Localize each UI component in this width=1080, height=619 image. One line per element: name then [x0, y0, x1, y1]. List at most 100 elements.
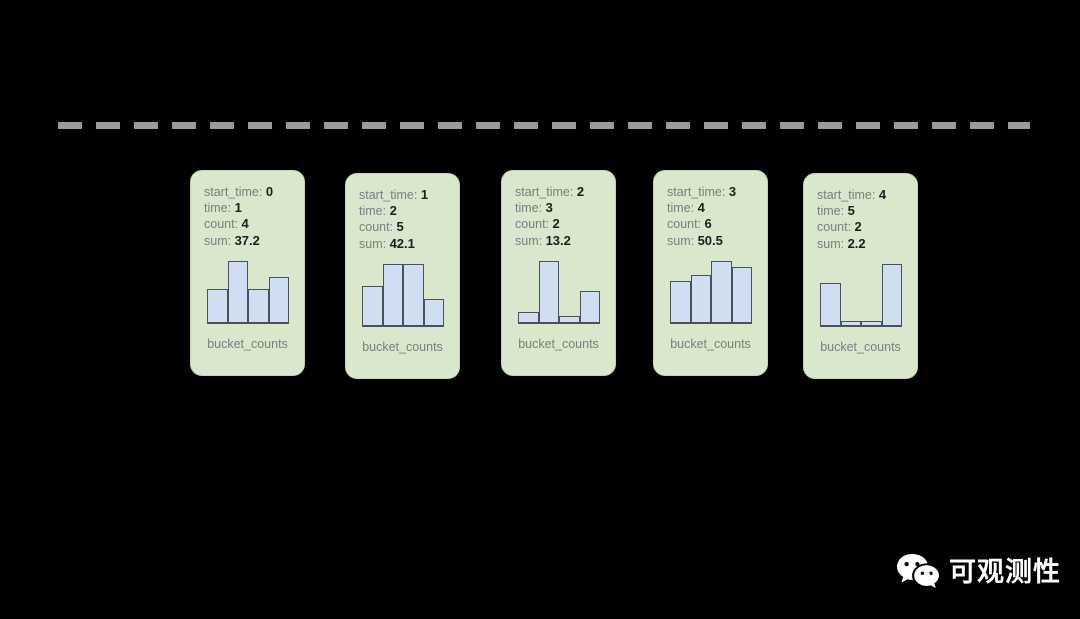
- histogram-caption: bucket_counts: [362, 340, 443, 354]
- field-sum: sum: 13.2: [515, 233, 607, 249]
- field-time-label: time:: [817, 204, 845, 219]
- field-count: count: 2: [817, 219, 909, 235]
- histogram-bar: [362, 285, 383, 326]
- field-count-value: 2: [854, 219, 862, 235]
- field-count: count: 4: [204, 216, 296, 232]
- field-time: time: 4: [667, 200, 759, 216]
- field-count-label: count:: [204, 217, 239, 232]
- field-time: time: 2: [359, 203, 451, 219]
- field-count-label: count:: [667, 217, 702, 232]
- histogram-bar: [559, 315, 580, 323]
- histogram-bar: [670, 280, 691, 323]
- field-count-value: 6: [704, 216, 712, 232]
- field-start-time-value: 0: [265, 184, 274, 199]
- histogram-bar: [207, 288, 228, 323]
- histogram-caption: bucket_counts: [207, 337, 288, 351]
- field-start-time-value: 2: [576, 184, 585, 199]
- histogram-bar: [403, 264, 424, 326]
- datapoint-card[interactable]: start_time: 2 time: 3 count: 2 sum: 13.2…: [501, 170, 616, 376]
- field-start-time-label: start_time:: [515, 185, 574, 199]
- field-sum-value: 2.2: [847, 235, 866, 251]
- field-count-label: count:: [359, 220, 394, 235]
- field-sum-label: sum:: [204, 233, 232, 248]
- field-count-label: count:: [817, 220, 852, 235]
- field-time-value: 1: [234, 200, 242, 216]
- field-count: count: 2: [515, 216, 607, 232]
- field-start-time-label: start_time:: [817, 188, 876, 202]
- field-time: time: 1: [204, 200, 296, 216]
- histogram-bar: [731, 267, 752, 323]
- field-sum-value: 42.1: [389, 235, 415, 251]
- watermark: 可观测性: [895, 548, 1060, 596]
- field-start-time: start_time: 3: [667, 184, 759, 200]
- field-start-time: start_time: 2: [515, 184, 607, 200]
- histogram-bar: [820, 282, 841, 326]
- field-time-value: 5: [847, 203, 855, 219]
- card-fields: start_time: 1 time: 2 count: 5 sum: 42.1: [359, 187, 451, 252]
- field-start-time-value: 3: [728, 184, 737, 199]
- field-time: time: 3: [515, 200, 607, 216]
- histogram-baseline: [362, 325, 444, 327]
- histogram-baseline: [207, 322, 289, 324]
- histogram-bar: [382, 264, 403, 326]
- field-count-value: 5: [396, 219, 404, 235]
- field-time-value: 3: [545, 200, 553, 216]
- histogram-bar: [840, 321, 861, 326]
- field-time-value: 2: [389, 203, 397, 219]
- histogram-bar: [248, 288, 269, 323]
- field-time-value: 4: [697, 200, 705, 216]
- bucket-histogram: [518, 261, 600, 323]
- histogram-bar: [518, 311, 539, 323]
- field-count: count: 5: [359, 219, 451, 235]
- histogram-bar: [711, 261, 732, 323]
- histogram-bar: [268, 276, 289, 323]
- field-sum-value: 50.5: [697, 232, 723, 248]
- field-start-time: start_time: 0: [204, 184, 296, 200]
- field-sum-label: sum:: [817, 236, 845, 251]
- field-start-time-label: start_time:: [359, 188, 418, 202]
- field-count-value: 2: [552, 216, 560, 232]
- histogram-baseline: [518, 322, 600, 324]
- histogram-caption: bucket_counts: [820, 340, 901, 354]
- field-sum: sum: 37.2: [204, 233, 296, 249]
- bucket-histogram: [670, 261, 752, 323]
- card-fields: start_time: 3 time: 4 count: 6 sum: 50.5: [667, 184, 759, 249]
- datapoint-card[interactable]: start_time: 3 time: 4 count: 6 sum: 50.5…: [653, 170, 768, 376]
- card-fields: start_time: 4 time: 5 count: 2 sum: 2.2: [817, 187, 909, 252]
- histogram-caption: bucket_counts: [670, 337, 751, 351]
- datapoint-card-list: start_time: 0 time: 1 count: 4 sum: 37.2…: [190, 170, 922, 379]
- histogram-bar: [690, 274, 711, 323]
- card-fields: start_time: 0 time: 1 count: 4 sum: 37.2: [204, 184, 296, 249]
- histogram-bar: [861, 321, 882, 326]
- field-sum-label: sum:: [515, 233, 543, 248]
- histogram-bar: [881, 264, 902, 326]
- field-start-time: start_time: 4: [817, 187, 909, 203]
- field-sum-value: 37.2: [234, 232, 260, 248]
- field-time-label: time:: [204, 201, 232, 216]
- field-sum-value: 13.2: [545, 232, 571, 248]
- datapoint-card[interactable]: start_time: 1 time: 2 count: 5 sum: 42.1…: [345, 173, 460, 379]
- field-sum-label: sum:: [667, 233, 695, 248]
- field-time: time: 5: [817, 203, 909, 219]
- datapoint-card[interactable]: start_time: 0 time: 1 count: 4 sum: 37.2…: [190, 170, 305, 376]
- histogram-baseline: [670, 322, 752, 324]
- field-start-time-label: start_time:: [667, 185, 726, 199]
- field-count-value: 4: [241, 216, 249, 232]
- card-fields: start_time: 2 time: 3 count: 2 sum: 13.2: [515, 184, 607, 249]
- field-time-label: time:: [359, 204, 387, 219]
- histogram-bar: [423, 298, 444, 326]
- histogram-caption: bucket_counts: [518, 337, 599, 351]
- histogram-bar: [579, 290, 600, 323]
- wechat-icon: [897, 554, 939, 588]
- field-sum: sum: 42.1: [359, 236, 451, 252]
- field-time-label: time:: [667, 201, 695, 216]
- field-start-time-label: start_time:: [204, 185, 263, 199]
- field-sum: sum: 50.5: [667, 233, 759, 249]
- histogram-bar: [227, 261, 248, 323]
- watermark-text: 可观测性: [949, 556, 1061, 587]
- field-start-time-value: 1: [420, 187, 429, 202]
- datapoint-card[interactable]: start_time: 4 time: 5 count: 2 sum: 2.2 …: [803, 173, 918, 379]
- bucket-histogram: [820, 264, 902, 326]
- field-sum: sum: 2.2: [817, 236, 909, 252]
